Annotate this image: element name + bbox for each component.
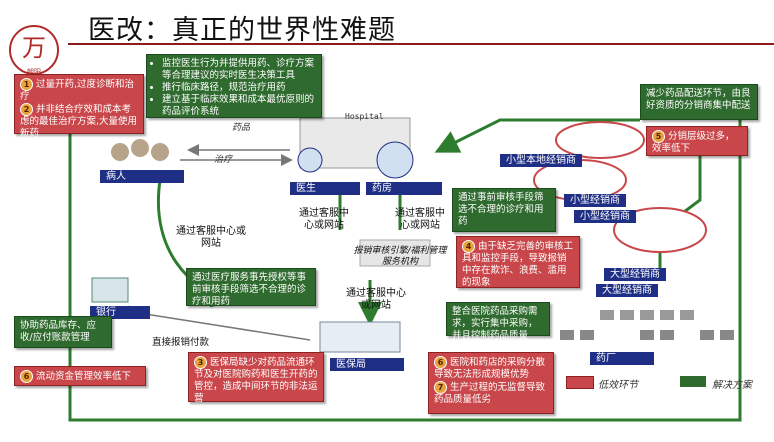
company-logo-icon: 万 朝阳: [9, 25, 59, 76]
problem-box-3: 3 医保局缺少对药品流通环节及对医院购药和医生开药的管控，造成中间环节的非法运营: [188, 352, 324, 404]
problem-box-5: 5 分销层级过多，效率低下: [646, 126, 748, 156]
solution-box-doctor-tools: 监控医生行为并提供用药、诊疗方案等合理建议的实时医生决策工具 推行临床路径，规范…: [146, 54, 322, 118]
problem-box-6: 6 流动资金管理效率低下: [14, 366, 146, 386]
actor-pharmacy-label: 药房: [366, 182, 442, 195]
service-bubble-doctor: 通过客服中心或网站: [299, 208, 349, 231]
svg-text:朝阳: 朝阳: [27, 67, 41, 76]
factory-row-2: [560, 330, 734, 340]
outer-flow-right: [556, 120, 742, 422]
service-bubble-pharmacy: 通过客服中心或网站: [395, 208, 445, 231]
title-rule: [68, 43, 774, 45]
problem-box-7: 6 医院和药店的采购分散导致无法形成规模优势 7 生产过程的无监督导致药品质量低…: [428, 352, 554, 414]
flow-distributor-to-pharmacy: [434, 118, 640, 153]
flow-label-treatment: 治疗: [214, 155, 233, 165]
service-bubble-insurance: 通过客服中心或网站: [346, 288, 406, 311]
actor-bank-label: 银行: [90, 306, 150, 319]
distributor-small-2-label: 小型经销商: [574, 210, 636, 223]
service-bubble-patient: 通过客服中心或网站: [176, 226, 246, 249]
distributor-large-1-label: 大型经销商: [604, 268, 666, 281]
factory-row-1: [600, 310, 694, 320]
problem-box-1-2: 1 过量开药,过度诊断和治疗 2 并非结合疗效和成本考虑的最佳治疗方案,大量使用…: [14, 74, 144, 139]
outer-flow-left: [68, 100, 556, 422]
problem-box-4: 4 由于缺乏完善的审核工具和监控手段，导致报销中存在欺诈、浪费、滥用的现象: [456, 236, 580, 288]
solution-box-pre-authorization: 通过医疗服务事先授权等事前审核手段筛选不合理的诊疗和用药: [186, 268, 316, 307]
solution-box-purchase: 整合医院药品采购需求，实行集中采购，并且控制药品质量: [446, 302, 550, 341]
distributor-large-2-label: 大型经销商: [596, 284, 658, 297]
actor-doctor-label: 医生: [290, 182, 360, 195]
bank-building: [91, 277, 129, 303]
hospital-sign: Hospital: [345, 112, 384, 121]
actor-insurance-label: 医保局: [330, 358, 404, 371]
distributor-small-local-label: 小型本地经销商: [500, 154, 582, 167]
legend-solution-label: 解决方案: [712, 380, 752, 391]
patient-figure-3: [151, 143, 169, 161]
reimbursement-engine-label: 报销审核引擎/福利管理服务机构: [353, 246, 447, 267]
distributor-cluster-mid: [613, 207, 707, 253]
solution-box-pre-audit: 通过事前审核手段筛选不合理的诊疗和用药: [452, 188, 556, 232]
reimbursement-server: [359, 239, 431, 267]
patient-figure-1: [111, 143, 129, 161]
svg-text:万: 万: [22, 34, 46, 62]
insurance-building: [319, 321, 401, 353]
pharmacy-circle: [376, 141, 414, 179]
flow-label-drug: 药品: [232, 123, 251, 133]
doctor-circle: [297, 147, 323, 173]
distributor-cluster-local: [555, 121, 645, 159]
distributor-small-1-label: 小型经销商: [564, 194, 626, 207]
page-title: 医改：真正的世界性难题: [88, 15, 396, 46]
actor-patient-label: 病人: [100, 170, 184, 183]
legend-problem-swatch: [566, 376, 594, 389]
patient-figure-2: [131, 139, 149, 157]
flow-direct-payment: [117, 305, 311, 341]
solution-box-distribution: 减少药品配送环节，由良好资质的分销商集中配送: [640, 84, 758, 120]
flow-label-direct-payment: 直接报销付款: [152, 337, 210, 348]
legend-solution-swatch: [680, 376, 706, 387]
legend-problem-label: 低效环节: [598, 380, 638, 391]
actor-factory-label: 药厂: [590, 352, 654, 365]
solution-box-bank: 协助药品库存、应收/应付账款管理: [14, 316, 112, 348]
